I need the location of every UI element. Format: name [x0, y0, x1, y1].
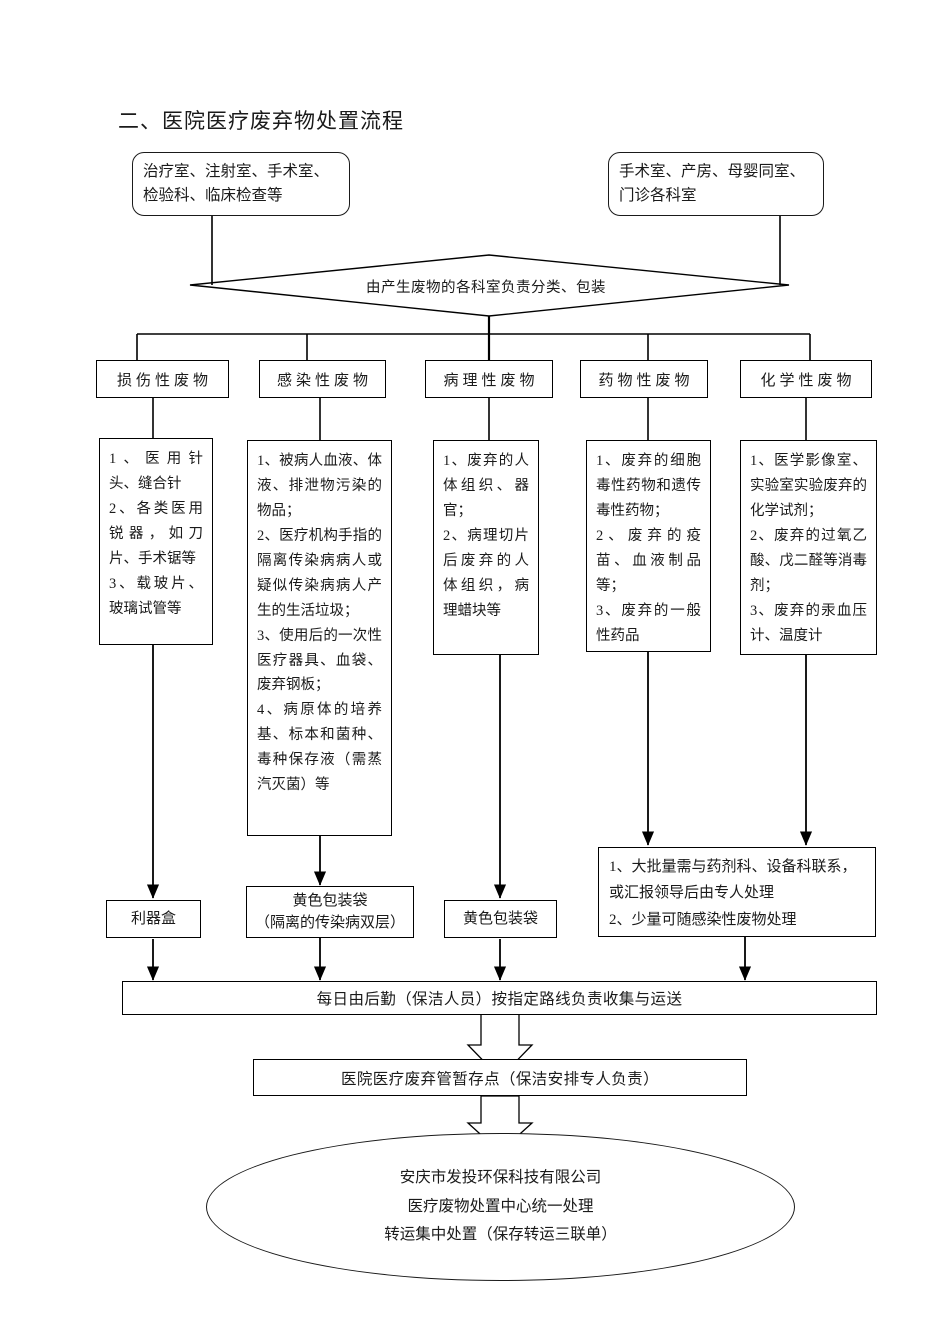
container-box-yellow-double: 黄色包装袋 （隔离的传染病双层） — [246, 886, 414, 938]
detail-line: 1、医学影像室、实验室实验废弃的化学试剂； — [750, 453, 867, 519]
detail-line: 2、医疗机构手指的隔离传染病病人或疑似传染病病人产生的生活垃圾； — [257, 527, 382, 619]
detail-line: 3、废弃的一般性药品 — [596, 602, 701, 644]
source-right-text: 手术室、产房、母婴同室、门诊各科室 — [619, 162, 806, 204]
container-sharps-label: 利器盒 — [130, 910, 176, 927]
detail-line: 1、医用针头、缝合针 — [109, 451, 203, 492]
category-label-chemical: 化学性废物 — [760, 372, 856, 389]
final-line: 安庆市发投环保科技有限公司 — [399, 1168, 602, 1186]
detail-line: 4、病原体的培养基、标本和菌种、毒种保存液（需蒸汽灭菌）等 — [257, 702, 382, 794]
detail-line: 2、各类医用锐器，如刀片、手术锯等 — [109, 500, 203, 567]
detail-line: 2、病理切片后废弃的人体组织，病理蜡块等 — [443, 527, 529, 619]
detail-line: 3、使用后的一次性医疗器具、血袋、废弃钢板； — [257, 627, 382, 694]
source-box-right: 手术室、产房、母婴同室、门诊各科室 — [608, 152, 824, 216]
detail-line: 1、废弃的细胞毒性药物和遗传毒性药物； — [596, 453, 701, 519]
detail-line: 2、废弃的过氧乙酸、戊二醛等消毒剂； — [750, 527, 867, 594]
container-yellow-double-label-1: 黄色包装袋 — [292, 892, 368, 909]
source-box-left: 治疗室、注射室、手术室、检验科、临床检查等 — [132, 152, 350, 216]
detail-box-pathological: 1、废弃的人体组织、器官； 2、病理切片后废弃的人体组织，病理蜡块等 — [433, 440, 539, 655]
category-label-infectious: 感染性废物 — [276, 372, 372, 389]
special-handling-line: 1、大批量需与药剂科、设备科联系，或汇报领导后由专人处理 — [609, 859, 857, 902]
category-box-injurious: 损伤性废物 — [96, 360, 229, 398]
detail-line: 3、载玻片、玻璃试管等 — [109, 575, 203, 617]
container-yellow-double-label-2: （隔离的传染病双层） — [254, 915, 405, 931]
special-handling-box: 1、大批量需与药剂科、设备科联系，或汇报领导后由专人处理 2、少量可随感染性废物… — [598, 847, 876, 937]
stage-storage-label: 医院医疗废弃管暂存点（保洁安排专人负责） — [340, 1070, 659, 1088]
container-box-sharps: 利器盒 — [106, 900, 201, 938]
category-label-injurious: 损伤性废物 — [116, 372, 212, 389]
category-box-infectious: 感染性废物 — [259, 360, 386, 398]
category-box-pharmaceutical: 药物性废物 — [580, 360, 708, 398]
container-yellow-label: 黄色包装袋 — [462, 910, 538, 927]
detail-box-pharmaceutical: 1、废弃的细胞毒性药物和遗传毒性药物； 2、废弃的疫苗、血液制品等； 3、废弃的… — [586, 440, 711, 652]
container-box-yellow: 黄色包装袋 — [444, 900, 557, 938]
stage-collection-label: 每日由后勤（保洁人员）按指定路线负责收集与运送 — [316, 991, 683, 1008]
final-line: 转运集中处置（保存转运三联单） — [384, 1226, 617, 1244]
special-handling-line: 2、少量可随感染性废物处理 — [609, 911, 797, 928]
category-box-chemical: 化学性废物 — [740, 360, 872, 398]
category-label-pharmaceutical: 药物性废物 — [598, 372, 694, 389]
stage-box-storage: 医院医疗废弃管暂存点（保洁安排专人负责） — [253, 1059, 747, 1096]
page-title: 二、医院医疗废弃物处置流程 — [118, 109, 404, 133]
classification-diamond-label: 由产生废物的各科室负责分类、包装 — [366, 280, 606, 296]
detail-line: 1、废弃的人体组织、器官； — [443, 453, 529, 519]
final-disposal-ellipse: 安庆市发投环保科技有限公司 医疗废物处置中心统一处理 转运集中处置（保存转运三联… — [206, 1133, 795, 1281]
detail-box-injurious: 1、医用针头、缝合针 2、各类医用锐器，如刀片、手术锯等 3、载玻片、玻璃试管等 — [99, 438, 213, 645]
category-box-pathological: 病理性废物 — [425, 360, 553, 398]
detail-line: 3、废弃的汞血压计、温度计 — [750, 602, 867, 644]
detail-box-infectious: 1、被病人血液、体液、排泄物污染的物品； 2、医疗机构手指的隔离传染病病人或疑似… — [247, 440, 392, 836]
stage-box-collection: 每日由后勤（保洁人员）按指定路线负责收集与运送 — [122, 981, 877, 1015]
source-left-text: 治疗室、注射室、手术室、检验科、临床检查等 — [143, 162, 330, 204]
detail-line: 1、被病人血液、体液、排泄物污染的物品； — [257, 453, 382, 519]
detail-box-chemical: 1、医学影像室、实验室实验废弃的化学试剂； 2、废弃的过氧乙酸、戊二醛等消毒剂；… — [740, 440, 877, 655]
detail-line: 2、废弃的疫苗、血液制品等； — [596, 527, 701, 594]
category-label-pathological: 病理性废物 — [443, 372, 539, 389]
final-line: 医疗废物处置中心统一处理 — [407, 1197, 594, 1215]
